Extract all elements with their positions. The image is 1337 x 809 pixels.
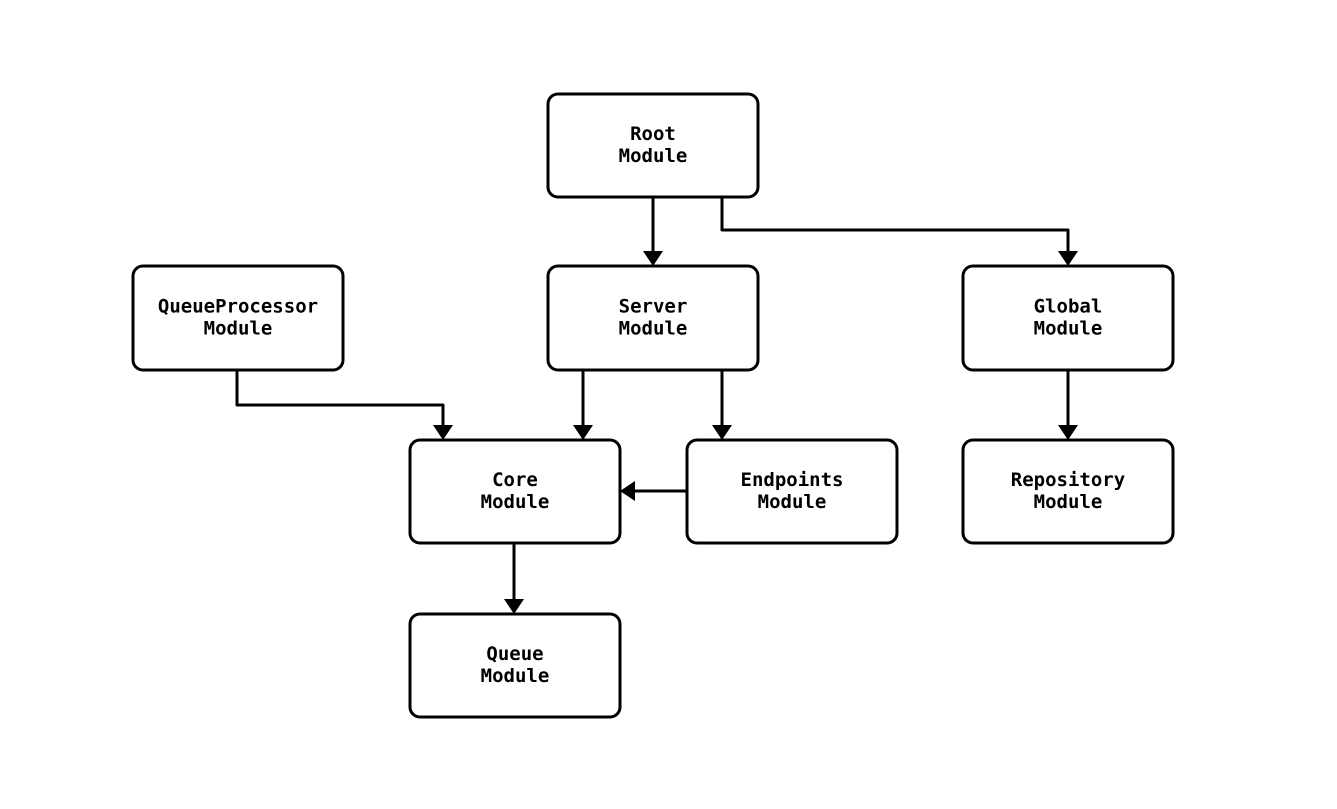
repository-module-box[interactable] xyxy=(961,438,1175,545)
edge-global-to-repository-arrowhead xyxy=(1058,425,1078,440)
repository-module-label-line2: Module xyxy=(1034,491,1103,513)
edge-root-to-global-line xyxy=(720,197,1070,252)
global-module-label-line1: Global xyxy=(1034,296,1103,318)
edges-layer xyxy=(235,197,1078,614)
endpoints-module-label-line2: Module xyxy=(758,491,827,513)
edge-endpoints-to-core-arrowhead xyxy=(620,481,635,501)
global-module-box[interactable] xyxy=(961,264,1175,372)
queue-module-label-line1: Queue xyxy=(486,643,543,665)
edge-server-to-core-arrowhead xyxy=(573,425,593,440)
edge-global-to-repository xyxy=(1058,370,1078,440)
edge-queueprocessor-to-core xyxy=(235,370,453,440)
core-module-box[interactable] xyxy=(408,438,622,545)
queueprocessor-module-label-line1: QueueProcessor xyxy=(158,296,318,318)
queue-module-label-line2: Module xyxy=(481,665,550,687)
server-module-label-line1: Server xyxy=(619,296,688,318)
root-module-label-line1: Root xyxy=(630,123,676,145)
global-module-label-line2: Module xyxy=(1034,318,1103,340)
edge-core-to-queue-arrowhead xyxy=(504,599,524,614)
nodes-layer: RootModuleQueueProcessorModuleServerModu… xyxy=(131,92,1175,719)
edge-core-to-queue xyxy=(504,543,524,614)
edge-endpoints-to-core xyxy=(620,481,687,501)
core-module-label-line1: Core xyxy=(492,469,538,491)
edge-root-to-global-arrowhead xyxy=(1058,251,1078,266)
root-module-label-line2: Module xyxy=(619,145,688,167)
endpoints-module-box[interactable] xyxy=(685,438,899,545)
queueprocessor-module-label-line2: Module xyxy=(204,318,273,340)
edge-server-to-endpoints-arrowhead xyxy=(712,425,732,440)
edge-server-to-core xyxy=(573,370,593,440)
edge-root-to-server xyxy=(643,197,663,266)
edge-root-to-global xyxy=(720,197,1078,266)
endpoints-module-label-line1: Endpoints xyxy=(741,469,844,491)
edge-queueprocessor-to-core-arrowhead xyxy=(433,425,453,440)
core-module-label-line2: Module xyxy=(481,491,550,513)
queue-module-box[interactable] xyxy=(408,612,622,719)
edge-queueprocessor-to-core-line xyxy=(235,370,445,426)
server-module-box[interactable] xyxy=(546,264,760,372)
edge-root-to-server-arrowhead xyxy=(643,251,663,266)
server-module-label-line2: Module xyxy=(619,318,688,340)
root-module-box[interactable] xyxy=(546,92,760,199)
repository-module-label-line1: Repository xyxy=(1011,469,1125,491)
queueprocessor-module-box[interactable] xyxy=(131,264,345,372)
edge-server-to-endpoints xyxy=(712,370,732,440)
